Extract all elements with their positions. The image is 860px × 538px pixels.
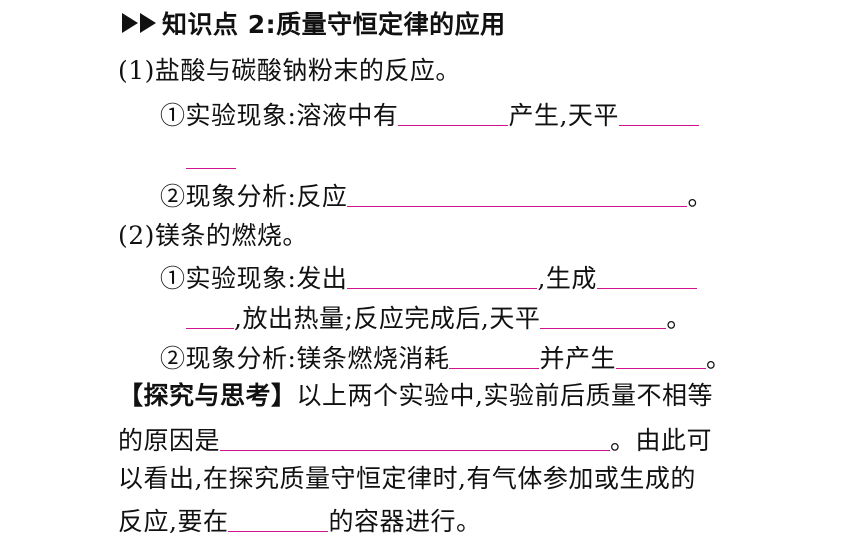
blank-7[interactable] xyxy=(449,342,540,369)
part2-phenomenon-continuation: ,放出热量;反应完成后,天平 。 xyxy=(186,300,692,335)
blank-2-continued[interactable] xyxy=(186,142,236,169)
blank-9[interactable] xyxy=(220,424,611,451)
blank-4[interactable] xyxy=(347,262,538,289)
part2-phenomenon-line: ①实验现象:发出 ,生成 xyxy=(160,260,697,295)
blank-3[interactable] xyxy=(347,180,688,207)
blank-10[interactable] xyxy=(228,505,329,532)
part2-analysis-end: 。 xyxy=(705,344,732,373)
blank-8[interactable] xyxy=(615,342,706,369)
inquiry-line-3: 以看出,在探究质量守恒定律时,有气体参加或生成的 xyxy=(118,463,696,495)
part2-phenomenon-mid: ,生成 xyxy=(537,264,597,293)
inquiry-line-2: 的原因是 。由此可 xyxy=(118,422,712,457)
blank-2[interactable] xyxy=(618,99,699,126)
inquiry-tag: 【探究与思考】 xyxy=(118,381,297,410)
part1-heading-text: (1)盐酸与碳酸钠粉末的反应。 xyxy=(118,56,461,85)
inquiry-line2-suffix: 。由此可 xyxy=(610,426,713,455)
part1-heading: (1)盐酸与碳酸钠粉末的反应。 xyxy=(118,55,461,87)
part2-phenomenon-end: 。 xyxy=(666,304,692,333)
inquiry-line4-prefix: 反应,要在 xyxy=(118,507,229,536)
part1-phenomenon-continuation xyxy=(186,140,236,175)
part1-analysis-line: ②现象分析:反应 。 xyxy=(160,178,713,213)
part1-analysis-prefix: ②现象分析:反应 xyxy=(160,182,348,211)
section-title-line: 知识点 2:质量守恒定律的应用 xyxy=(120,9,506,41)
inquiry-line-4: 反应,要在 的容器进行。 xyxy=(118,503,481,538)
part1-analysis-end: 。 xyxy=(687,182,713,211)
part1-phenomenon-line: ①实验现象:溶液中有 产生,天平 xyxy=(160,97,699,132)
part2-phenomenon-prefix: ①实验现象:发出 xyxy=(160,264,348,293)
part2-heading-text: (2)镁条的燃烧。 xyxy=(118,221,308,250)
blank-6[interactable] xyxy=(540,302,667,329)
part1-phenomenon-mid: 产生,天平 xyxy=(508,101,619,130)
inquiry-line4-suffix: 的容器进行。 xyxy=(328,507,482,536)
part1-phenomenon-prefix: ①实验现象:溶液中有 xyxy=(160,101,399,130)
part2-analysis-mid: 并产生 xyxy=(539,344,616,373)
part2-heading: (2)镁条的燃烧。 xyxy=(118,220,308,252)
blank-5-continued[interactable] xyxy=(186,302,234,329)
inquiry-line1-text: 以上两个实验中,实验前后质量不相等 xyxy=(296,381,713,410)
inquiry-line3-text: 以看出,在探究质量守恒定律时,有气体参加或生成的 xyxy=(118,464,696,493)
blank-5[interactable] xyxy=(596,262,697,289)
inquiry-line-1: 【探究与思考】以上两个实验中,实验前后质量不相等 xyxy=(118,380,713,412)
part2-analysis-line: ②现象分析:镁条燃烧消耗 并产生 。 xyxy=(160,340,731,375)
part2-analysis-prefix: ②现象分析:镁条燃烧消耗 xyxy=(160,344,450,373)
blank-1[interactable] xyxy=(398,99,509,126)
section-title: 知识点 2:质量守恒定律的应用 xyxy=(162,10,506,39)
inquiry-line2-prefix: 的原因是 xyxy=(118,426,221,455)
part2-phenomenon-cont: ,放出热量;反应完成后,天平 xyxy=(234,304,541,333)
double-arrow-icon xyxy=(120,10,162,36)
